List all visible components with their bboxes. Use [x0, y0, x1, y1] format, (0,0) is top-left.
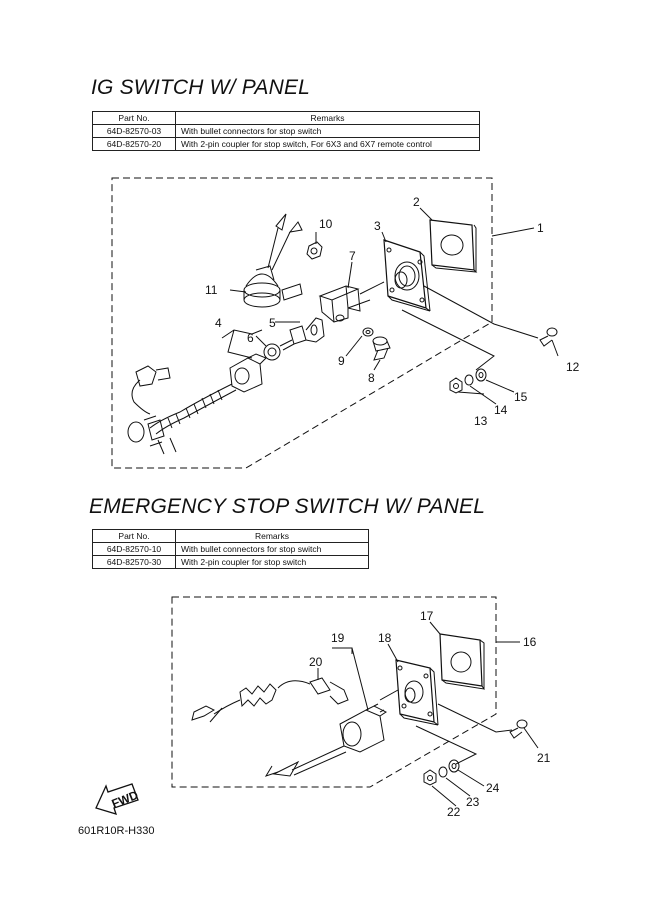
part7-bracket	[318, 285, 371, 323]
part15-washer	[475, 368, 487, 382]
part6-ring	[263, 343, 281, 361]
callout-18: 18	[378, 631, 392, 645]
callout-23: 23	[466, 795, 480, 809]
callout-20: 20	[309, 655, 323, 669]
part20-lanyard	[191, 677, 349, 723]
remarks-cell: With 2-pin coupler for stop switch, For …	[175, 137, 480, 151]
callout-2: 2	[413, 195, 420, 209]
part5-key	[279, 317, 325, 351]
assembly2-boundary	[171, 596, 497, 788]
part23-washer	[438, 766, 448, 778]
callout-13: 13	[474, 414, 488, 428]
callout-17: 17	[420, 609, 434, 623]
part3-panel	[383, 239, 431, 312]
assembly1-boundary	[111, 177, 493, 469]
part14-washer	[464, 374, 474, 386]
part21-screw	[509, 719, 528, 739]
callout-12: 12	[566, 360, 580, 374]
callout-14: 14	[494, 403, 508, 417]
part2-plate	[429, 219, 478, 273]
callout-7: 7	[349, 249, 356, 263]
part12-screw	[539, 327, 558, 347]
callout-21: 21	[537, 751, 551, 765]
section1-callouts: 1 2 3 4 5 6 7 8 9 10 11 12 13 14 15	[205, 195, 580, 428]
callout-1: 1	[537, 221, 544, 235]
part8-screw	[372, 336, 391, 361]
part4-switch-harness	[127, 329, 267, 455]
table-row: 64D-82570-20 With 2-pin coupler for stop…	[92, 137, 480, 151]
remarks-cell: With 2-pin coupler for stop switch	[175, 555, 369, 569]
part13-nut	[449, 377, 463, 394]
fwd-label: FWD	[110, 788, 141, 811]
part-no-cell: 64D-82570-30	[92, 555, 176, 569]
callout-4: 4	[215, 316, 222, 330]
section2-title: EMERGENCY STOP SWITCH W/ PANEL	[89, 495, 486, 518]
part19-stop-switch	[264, 703, 387, 777]
part24-washer	[448, 759, 460, 773]
part10-nut	[306, 241, 323, 260]
callout-10: 10	[319, 217, 333, 231]
section2-parts-table: Part No. Remarks 64D-82570-10 With bulle…	[92, 529, 369, 569]
table-row: 64D-82570-30 With 2-pin coupler for stop…	[92, 555, 369, 569]
table-row: 64D-82570-10 With bullet connectors for …	[92, 542, 369, 556]
callout-9: 9	[338, 354, 345, 368]
diagram-code: 601R10R-H330	[78, 825, 155, 837]
callout-19: 19	[331, 631, 345, 645]
callout-8: 8	[368, 371, 375, 385]
section1-parts-table: Part No. Remarks 64D-82570-03 With bulle…	[92, 111, 480, 151]
part9-washer	[362, 327, 374, 337]
callout-6: 6	[247, 331, 254, 345]
callout-15: 15	[514, 390, 528, 404]
part-no-cell: 64D-82570-20	[92, 137, 176, 151]
callout-24: 24	[486, 781, 500, 795]
callout-22: 22	[447, 805, 461, 819]
part11-cap	[243, 213, 303, 308]
callout-3: 3	[374, 219, 381, 233]
fwd-arrow-icon	[95, 783, 139, 815]
callout-5: 5	[269, 316, 276, 330]
part22-nut	[423, 769, 437, 786]
callout-11: 11	[205, 283, 218, 297]
section1-title: IG SWITCH W/ PANEL	[91, 76, 311, 99]
callout-16: 16	[523, 635, 537, 649]
part17-plate	[439, 633, 486, 690]
part18-panel	[395, 659, 439, 726]
section2-callouts: 16 17 18 19 20 21 22 23 24	[309, 609, 551, 819]
